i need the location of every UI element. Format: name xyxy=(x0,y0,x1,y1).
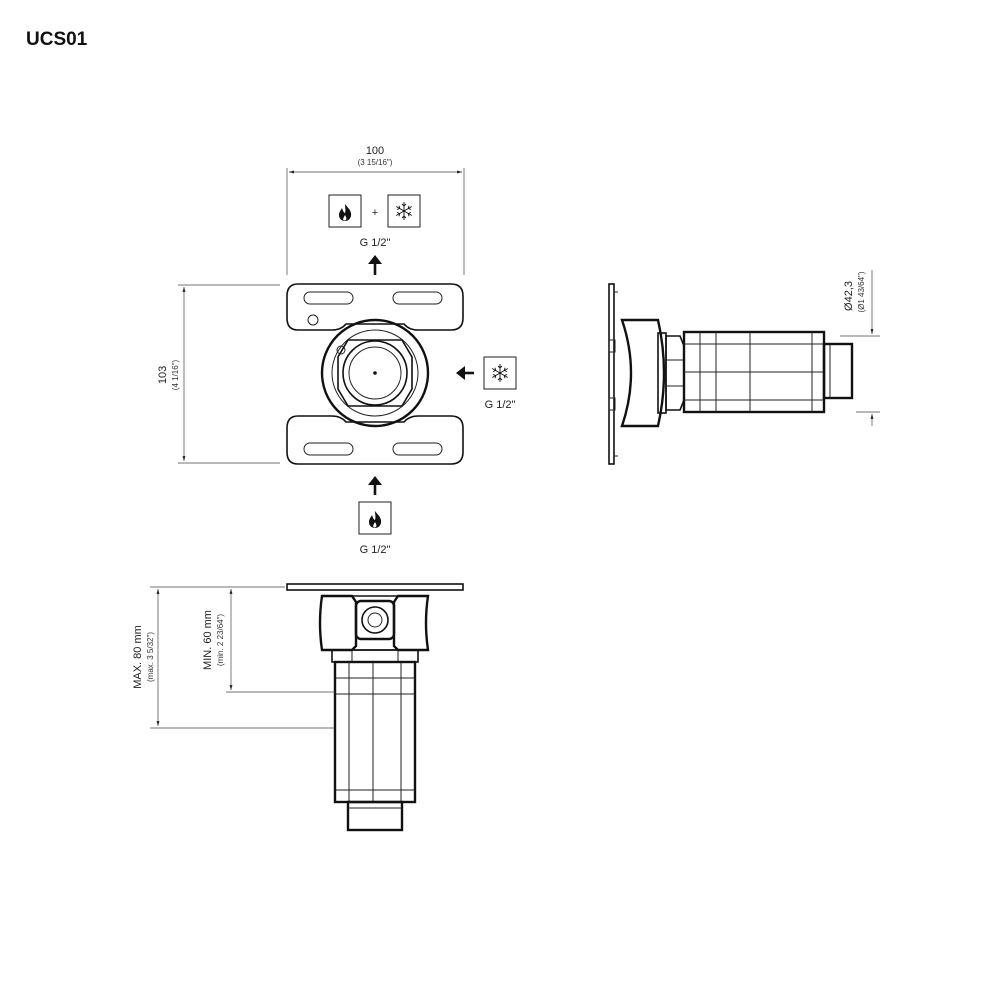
arrow-up-icon-bottom xyxy=(368,476,382,485)
height-dimension-in: (4 1/16") xyxy=(171,359,180,390)
top-hot-icon-box xyxy=(328,194,362,228)
front-view: 100 (3 15/16") 103 (4 1/16") + G 1/2" xyxy=(157,145,517,556)
min-depth-in: (min. 2 23/64") xyxy=(216,614,225,667)
arrow-left-icon xyxy=(456,366,465,380)
plate-top-flange xyxy=(286,283,464,331)
bottom-cartridge xyxy=(333,660,417,804)
right-cold-icon-box xyxy=(483,356,517,390)
height-dimension-mm: 103 xyxy=(157,366,169,384)
plus-sign: + xyxy=(372,207,378,219)
flame-icon xyxy=(339,204,352,221)
min-depth-mm: MIN. 60 mm xyxy=(202,610,214,670)
max-depth-in: (max. 3 5/32") xyxy=(146,632,155,682)
bottom-connector-label: G 1/2" xyxy=(360,544,391,556)
snowflake-icon xyxy=(395,201,413,221)
snowflake-icon-right xyxy=(491,363,509,383)
side-view: Ø42,3 (Ø1 43/64") xyxy=(608,270,880,465)
arrow-up-icon xyxy=(368,255,382,264)
flame-icon-bottom xyxy=(369,511,382,528)
max-depth-mm: MAX. 80 mm xyxy=(132,625,144,689)
bottom-inlet-fitting xyxy=(354,599,396,641)
bottom-spindle xyxy=(346,800,404,832)
bottom-hot-icon-box xyxy=(358,501,392,535)
bottom-nut xyxy=(331,649,419,663)
top-connector-label: G 1/2" xyxy=(360,237,391,249)
side-nut xyxy=(665,335,685,411)
plate-bottom-flange xyxy=(286,415,464,465)
valve-body xyxy=(320,318,430,428)
drawing-title: UCS01 xyxy=(26,29,88,50)
side-flange xyxy=(620,318,666,428)
top-cold-icon-box xyxy=(387,194,421,228)
diameter-dimension-mm: Ø42,3 xyxy=(843,281,855,311)
hex-nut xyxy=(337,339,413,407)
bottom-view: MAX. 80 mm (max. 3 5/32") MIN. 60 mm (mi… xyxy=(132,583,464,832)
side-plate xyxy=(608,283,615,465)
diameter-dimension-in: (Ø1 43/64") xyxy=(857,271,866,312)
bottom-plate xyxy=(286,583,464,591)
width-dimension-in: (3 15/16") xyxy=(358,158,393,167)
width-dimension-mm: 100 xyxy=(366,145,384,157)
side-spindle xyxy=(822,342,854,400)
right-connector-label: G 1/2" xyxy=(485,399,516,411)
